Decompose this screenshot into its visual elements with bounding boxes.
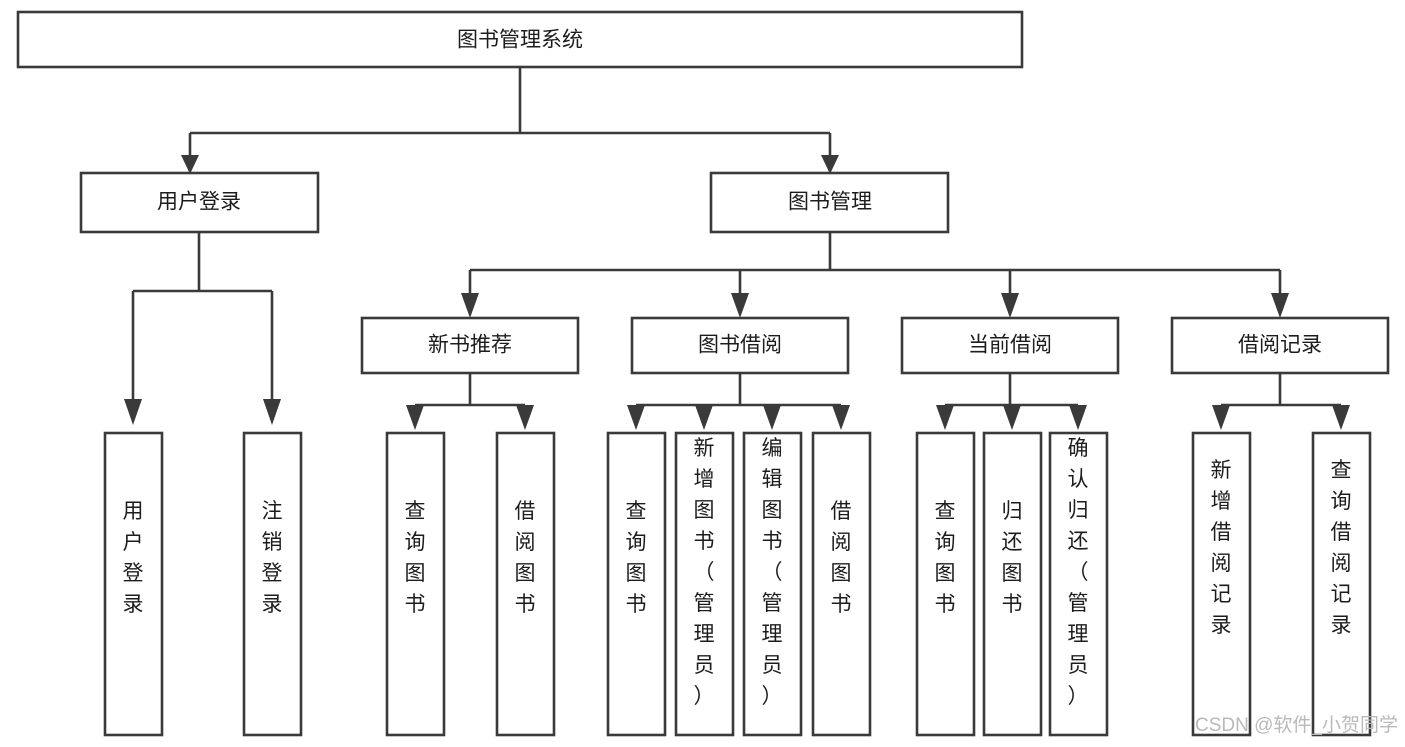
leaf-borrow-record-add[interactable]: 新增借阅记录 [1191,431,1252,737]
node-label-book-borrow: 图书借阅 [698,334,782,357]
leaf-new-book-borrow[interactable]: 借阅图书 [495,431,556,737]
arrow-user-login-leaf-2 [263,399,281,425]
leaf-box-user-login-signout[interactable] [242,431,303,737]
node-box-current-borrow[interactable] [900,316,1120,375]
leaf-label-book-borrow-query: 查询图书 [626,500,647,616]
leaf-label-borrow-record-add: 新增借阅记录 [1211,459,1232,637]
node-box-user-login[interactable] [79,171,320,234]
leaf-book-borrow-lend[interactable]: 借阅图书 [811,431,872,737]
leaf-label-new-book-borrow: 借阅图书 [515,500,536,616]
leaf-label-book-borrow-lend: 借阅图书 [831,500,852,616]
arrow-current-borrow-leaf-3 [1069,405,1087,430]
arrow-to-current-borrow [1001,293,1019,318]
leaf-label-book-borrow-edit: 编辑图书（管理员） [762,437,783,708]
node-root-library-system[interactable]: 图书管理系统 [16,10,1024,69]
leaf-book-borrow-query[interactable]: 查询图书 [606,431,667,737]
leaf-box-book-borrow-query[interactable] [606,431,667,737]
node-label-current-borrow: 当前借阅 [968,334,1052,357]
node-label-new-book-recommend: 新书推荐 [428,334,512,357]
node-book-borrow[interactable]: 图书借阅 [630,316,850,375]
arrow-user-login-leaf-1 [124,399,142,425]
node-label-root: 图书管理系统 [457,29,583,52]
leaf-label-new-book-query: 查询图书 [405,500,426,616]
leaf-label-user-login-signin: 用户登录 [123,500,144,616]
leaf-current-borrow-query[interactable]: 查询图书 [915,431,976,737]
node-box-borrow-record[interactable] [1170,316,1390,375]
leaf-new-book-query[interactable]: 查询图书 [385,431,446,737]
leaf-box-book-borrow-lend[interactable] [811,431,872,737]
node-current-borrow[interactable]: 当前借阅 [900,316,1120,375]
csdn-watermark: CSDN @软件_小贺同学 [1195,714,1398,736]
leaf-user-login-signin[interactable]: 用户登录 [103,431,164,737]
arrow-new-book-leaf-2 [516,405,534,430]
arrow-current-borrow-leaf-1 [936,405,954,430]
arrow-borrow-record-leaf-1 [1212,405,1230,430]
leaf-book-borrow-add[interactable]: 新增图书（管理员） [674,431,735,737]
leaf-label-book-borrow-add: 新增图书（管理员） [694,437,715,708]
leaf-box-book-borrow-edit[interactable] [742,431,803,737]
arrow-to-new-book-recommend [461,293,479,318]
node-box-new-book-recommend[interactable] [360,316,580,375]
arrow-root-to-book-mgmt [821,155,839,174]
leaf-label-current-borrow-query: 查询图书 [935,500,956,616]
leaf-box-book-borrow-add[interactable] [674,431,735,737]
connector-layer [124,67,1350,430]
arrow-new-book-leaf-1 [406,405,424,430]
arrow-book-borrow-leaf-3 [763,405,781,430]
node-new-book-recommend[interactable]: 新书推荐 [360,316,580,375]
arrow-book-borrow-leaf-4 [832,405,850,430]
arrow-current-borrow-leaf-2 [1003,405,1021,430]
node-label-user-login: 用户登录 [157,191,241,214]
node-box-root[interactable] [16,10,1024,69]
arrow-root-to-user-login [181,155,199,174]
leaf-label-current-borrow-return: 归还图书 [1002,500,1023,616]
arrow-borrow-record-leaf-2 [1332,405,1350,430]
leaf-label-current-borrow-confirm: 确认归还（管理员） [1068,437,1089,708]
leaf-label-borrow-record-query: 查询借阅记录 [1331,459,1352,637]
leaf-current-borrow-return[interactable]: 归还图书 [982,431,1043,737]
leaf-user-login-signout[interactable]: 注销登录 [242,431,303,737]
leaf-label-user-login-signout: 注销登录 [262,500,283,616]
leaf-box-current-borrow-query[interactable] [915,431,976,737]
node-book-management[interactable]: 图书管理 [709,171,950,234]
leaf-borrow-record-query[interactable]: 查询借阅记录 [1311,431,1372,737]
arrow-to-borrow-record [1271,293,1289,318]
leaf-box-borrow-record-query[interactable] [1311,431,1372,737]
node-borrow-record[interactable]: 借阅记录 [1170,316,1390,375]
arrow-to-book-borrow [731,293,749,318]
arrow-book-borrow-leaf-2 [695,405,713,430]
leaf-box-user-login-signin[interactable] [103,431,164,737]
node-user-login[interactable]: 用户登录 [79,171,320,234]
leaf-box-borrow-record-add[interactable] [1191,431,1252,737]
leaf-box-current-borrow-return[interactable] [982,431,1043,737]
leaf-book-borrow-edit[interactable]: 编辑图书（管理员） [742,431,803,737]
node-box-book-borrow[interactable] [630,316,850,375]
node-label-borrow-record: 借阅记录 [1238,334,1322,357]
leaf-current-borrow-confirm[interactable]: 确认归还（管理员） [1048,431,1109,737]
arrow-book-borrow-leaf-1 [627,405,645,430]
leaf-box-new-book-query[interactable] [385,431,446,737]
leaf-box-current-borrow-confirm[interactable] [1048,431,1109,737]
node-box-book-management[interactable] [709,171,950,234]
leaf-box-new-book-borrow[interactable] [495,431,556,737]
node-label-book-management: 图书管理 [788,191,872,214]
